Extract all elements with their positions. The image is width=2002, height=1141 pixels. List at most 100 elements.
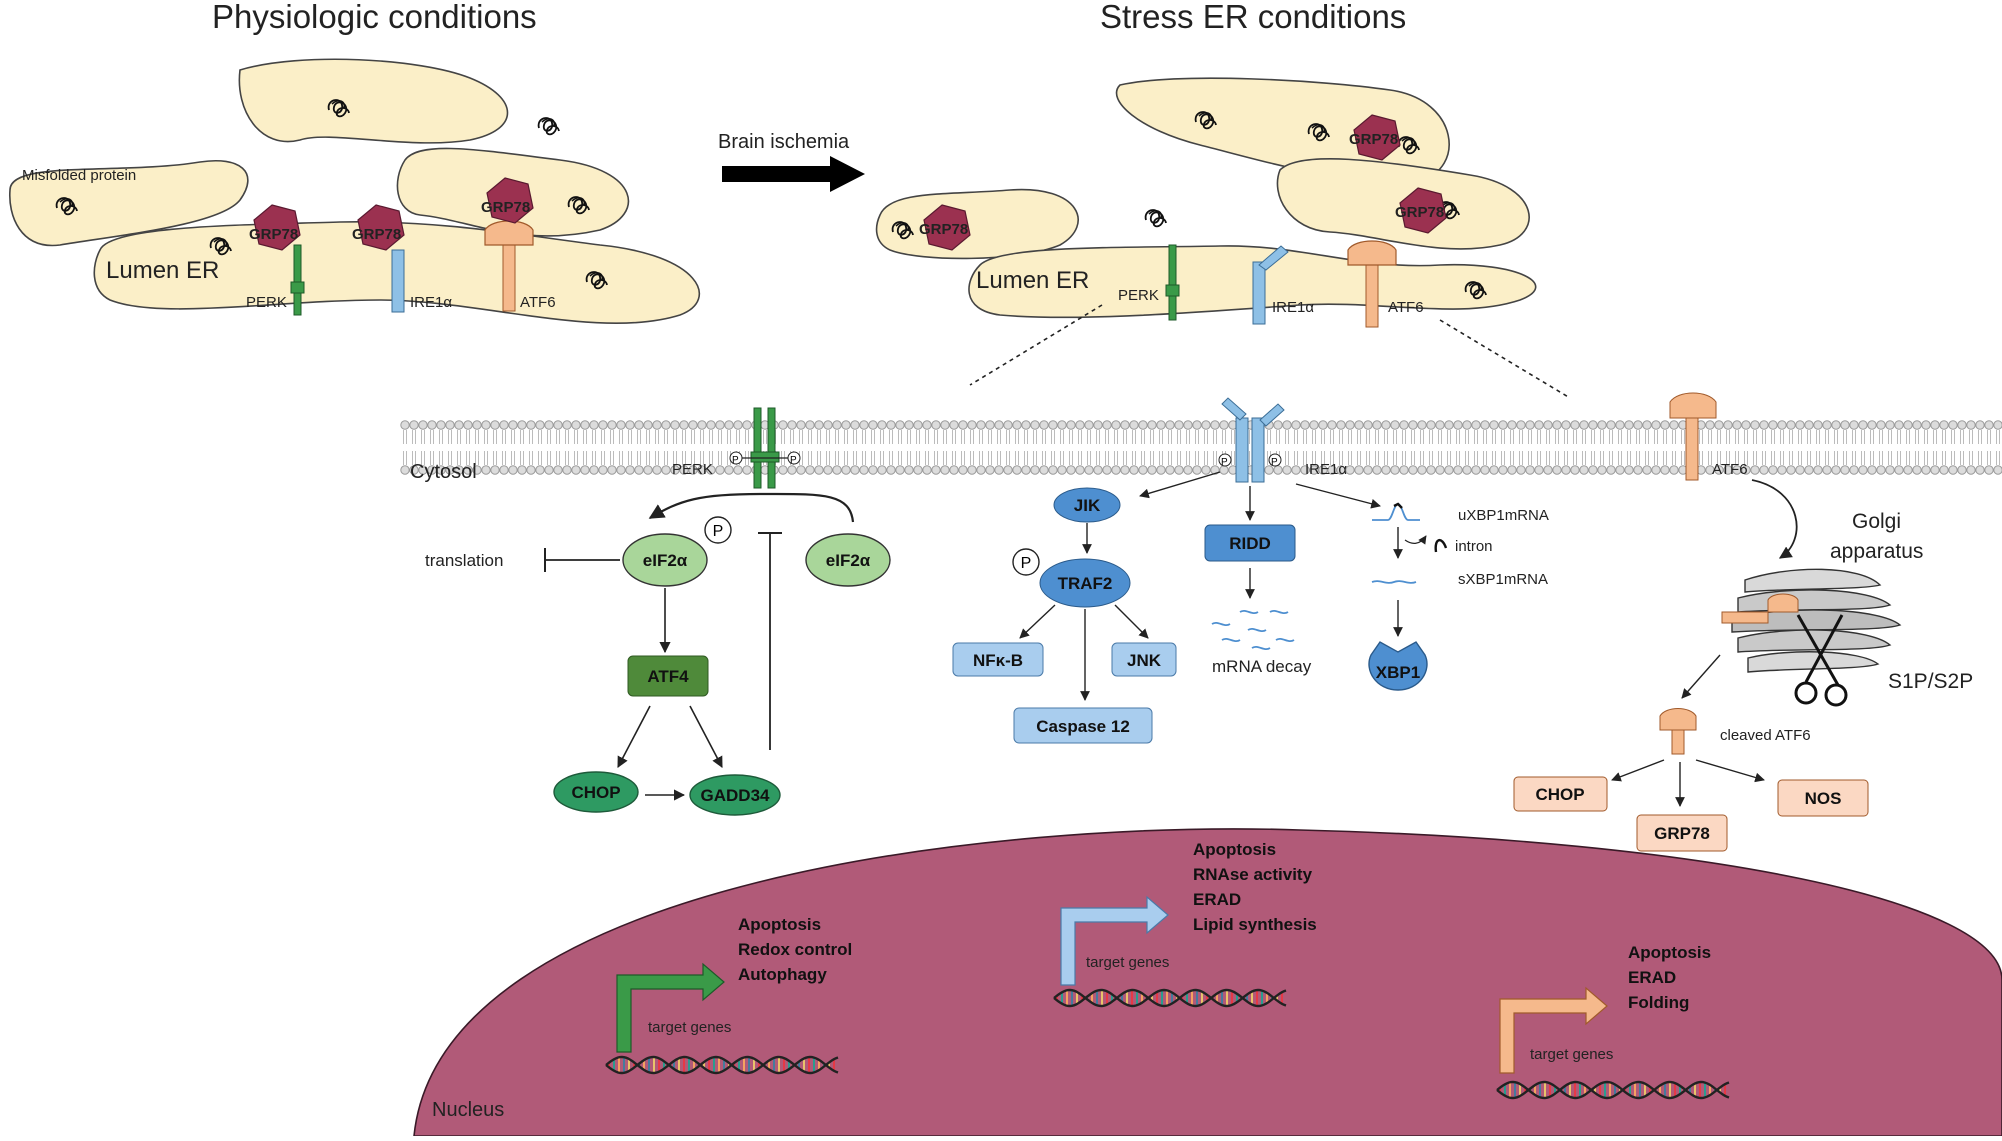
perk-gene-2: Redox control bbox=[738, 940, 852, 959]
lipid-head bbox=[553, 465, 563, 475]
dna-strand bbox=[1053, 988, 1287, 1008]
lipid-head bbox=[1903, 420, 1913, 430]
lipid-tail bbox=[637, 430, 641, 444]
sxbp1-label: sXBP1mRNA bbox=[1458, 571, 1548, 588]
lipid-tail bbox=[1537, 451, 1541, 465]
lipid-head bbox=[616, 465, 626, 475]
grp78-label: GRP78 bbox=[1395, 204, 1444, 221]
lipid-tail bbox=[682, 430, 686, 444]
lipid-head bbox=[1138, 465, 1148, 475]
lipid-head bbox=[490, 465, 500, 475]
lipid-tail bbox=[1987, 451, 1991, 465]
lipid-head bbox=[463, 420, 473, 430]
lipid-tail bbox=[1843, 451, 1847, 465]
lipid-tail bbox=[934, 430, 938, 444]
lipid-tail bbox=[1177, 430, 1181, 444]
lipid-tail bbox=[502, 430, 506, 444]
lipid-tail bbox=[1015, 451, 1019, 465]
lipid-tail bbox=[1123, 430, 1127, 444]
lipid-tail bbox=[1582, 430, 1586, 444]
lipid-head bbox=[1075, 420, 1085, 430]
lipid-head bbox=[1768, 465, 1778, 475]
lipid-head bbox=[1885, 420, 1895, 430]
lipid-tail bbox=[1780, 451, 1784, 465]
lipid-tail bbox=[1069, 430, 1073, 444]
caspase12-node bbox=[1013, 707, 1153, 744]
ire1-label-membrane: IRE1α bbox=[1305, 461, 1347, 478]
lipid-head bbox=[436, 420, 446, 430]
lipid-head bbox=[940, 420, 950, 430]
lipid-tail bbox=[421, 451, 425, 465]
lipid-head bbox=[1975, 420, 1985, 430]
lipid-head bbox=[949, 465, 959, 475]
lipid-head bbox=[1453, 465, 1463, 475]
lipid-tail bbox=[835, 451, 839, 465]
lipid-head bbox=[733, 420, 743, 430]
lipid-tail bbox=[1654, 430, 1658, 444]
lipid-head bbox=[400, 465, 410, 475]
lipid-tail bbox=[1357, 430, 1361, 444]
dna-strand bbox=[605, 1055, 839, 1075]
lipid-tail bbox=[844, 430, 848, 444]
lipid-tail bbox=[1681, 430, 1685, 444]
lipid-tail bbox=[1393, 430, 1397, 444]
lipid-head bbox=[1498, 420, 1508, 430]
lipid-head bbox=[967, 465, 977, 475]
lipid-head bbox=[823, 420, 833, 430]
perk-gene-3: Autophagy bbox=[738, 965, 827, 984]
lipid-tail bbox=[1078, 451, 1082, 465]
lipid-head bbox=[814, 420, 824, 430]
lipid-tail bbox=[889, 451, 893, 465]
lipid-head bbox=[742, 465, 752, 475]
lipid-tail bbox=[1195, 451, 1199, 465]
lipid-head bbox=[1786, 420, 1796, 430]
lipid-head bbox=[1003, 465, 1013, 475]
lipid-tail bbox=[1420, 451, 1424, 465]
misfolded-protein-icon bbox=[537, 117, 560, 136]
atf6-label-stress: ATF6 bbox=[1388, 299, 1424, 316]
lipid-head bbox=[1183, 465, 1193, 475]
lipid-tail bbox=[736, 430, 740, 444]
svg-text:P: P bbox=[1021, 555, 1032, 572]
lipid-head bbox=[1390, 465, 1400, 475]
lipid-tail bbox=[1807, 451, 1811, 465]
lipid-tail bbox=[1177, 451, 1181, 465]
lipid-tail bbox=[1978, 451, 1982, 465]
phospho-circle bbox=[1012, 548, 1040, 576]
lipid-head bbox=[1759, 420, 1769, 430]
lipid-tail bbox=[403, 451, 407, 465]
lipid-head bbox=[1345, 465, 1355, 475]
lipid-head bbox=[625, 465, 635, 475]
lipid-head bbox=[1282, 420, 1292, 430]
lipid-head bbox=[1084, 465, 1094, 475]
lipid-tail bbox=[709, 430, 713, 444]
lipid-tail bbox=[1096, 451, 1100, 465]
lipid-head bbox=[1732, 420, 1742, 430]
lipid-head bbox=[1966, 465, 1976, 475]
lipid-tail bbox=[1915, 430, 1919, 444]
lipid-tail bbox=[1510, 430, 1514, 444]
lipid-tail bbox=[1834, 451, 1838, 465]
lipid-tail bbox=[799, 430, 803, 444]
lipid-head bbox=[877, 420, 887, 430]
lipid-head bbox=[1759, 465, 1769, 475]
lipid-tail bbox=[1168, 430, 1172, 444]
lipid-tail bbox=[1429, 451, 1433, 465]
lipid-head bbox=[1039, 420, 1049, 430]
grp78-hexagon bbox=[486, 177, 534, 224]
lipid-head bbox=[1840, 420, 1850, 430]
lipid-tail bbox=[1024, 430, 1028, 444]
lipid-head bbox=[1354, 465, 1364, 475]
lipid-head bbox=[1291, 465, 1301, 475]
lipid-tail bbox=[466, 451, 470, 465]
svg-text:P: P bbox=[790, 455, 797, 466]
lipid-head bbox=[697, 420, 707, 430]
lipid-tail bbox=[1825, 451, 1829, 465]
lipid-head bbox=[1381, 465, 1391, 475]
lipid-head bbox=[1849, 420, 1859, 430]
golgi-label-1: Golgi bbox=[1852, 510, 1901, 533]
lipid-head bbox=[1174, 420, 1184, 430]
lipid-tail bbox=[1762, 451, 1766, 465]
lipid-head bbox=[517, 465, 527, 475]
lipid-head bbox=[1606, 420, 1616, 430]
